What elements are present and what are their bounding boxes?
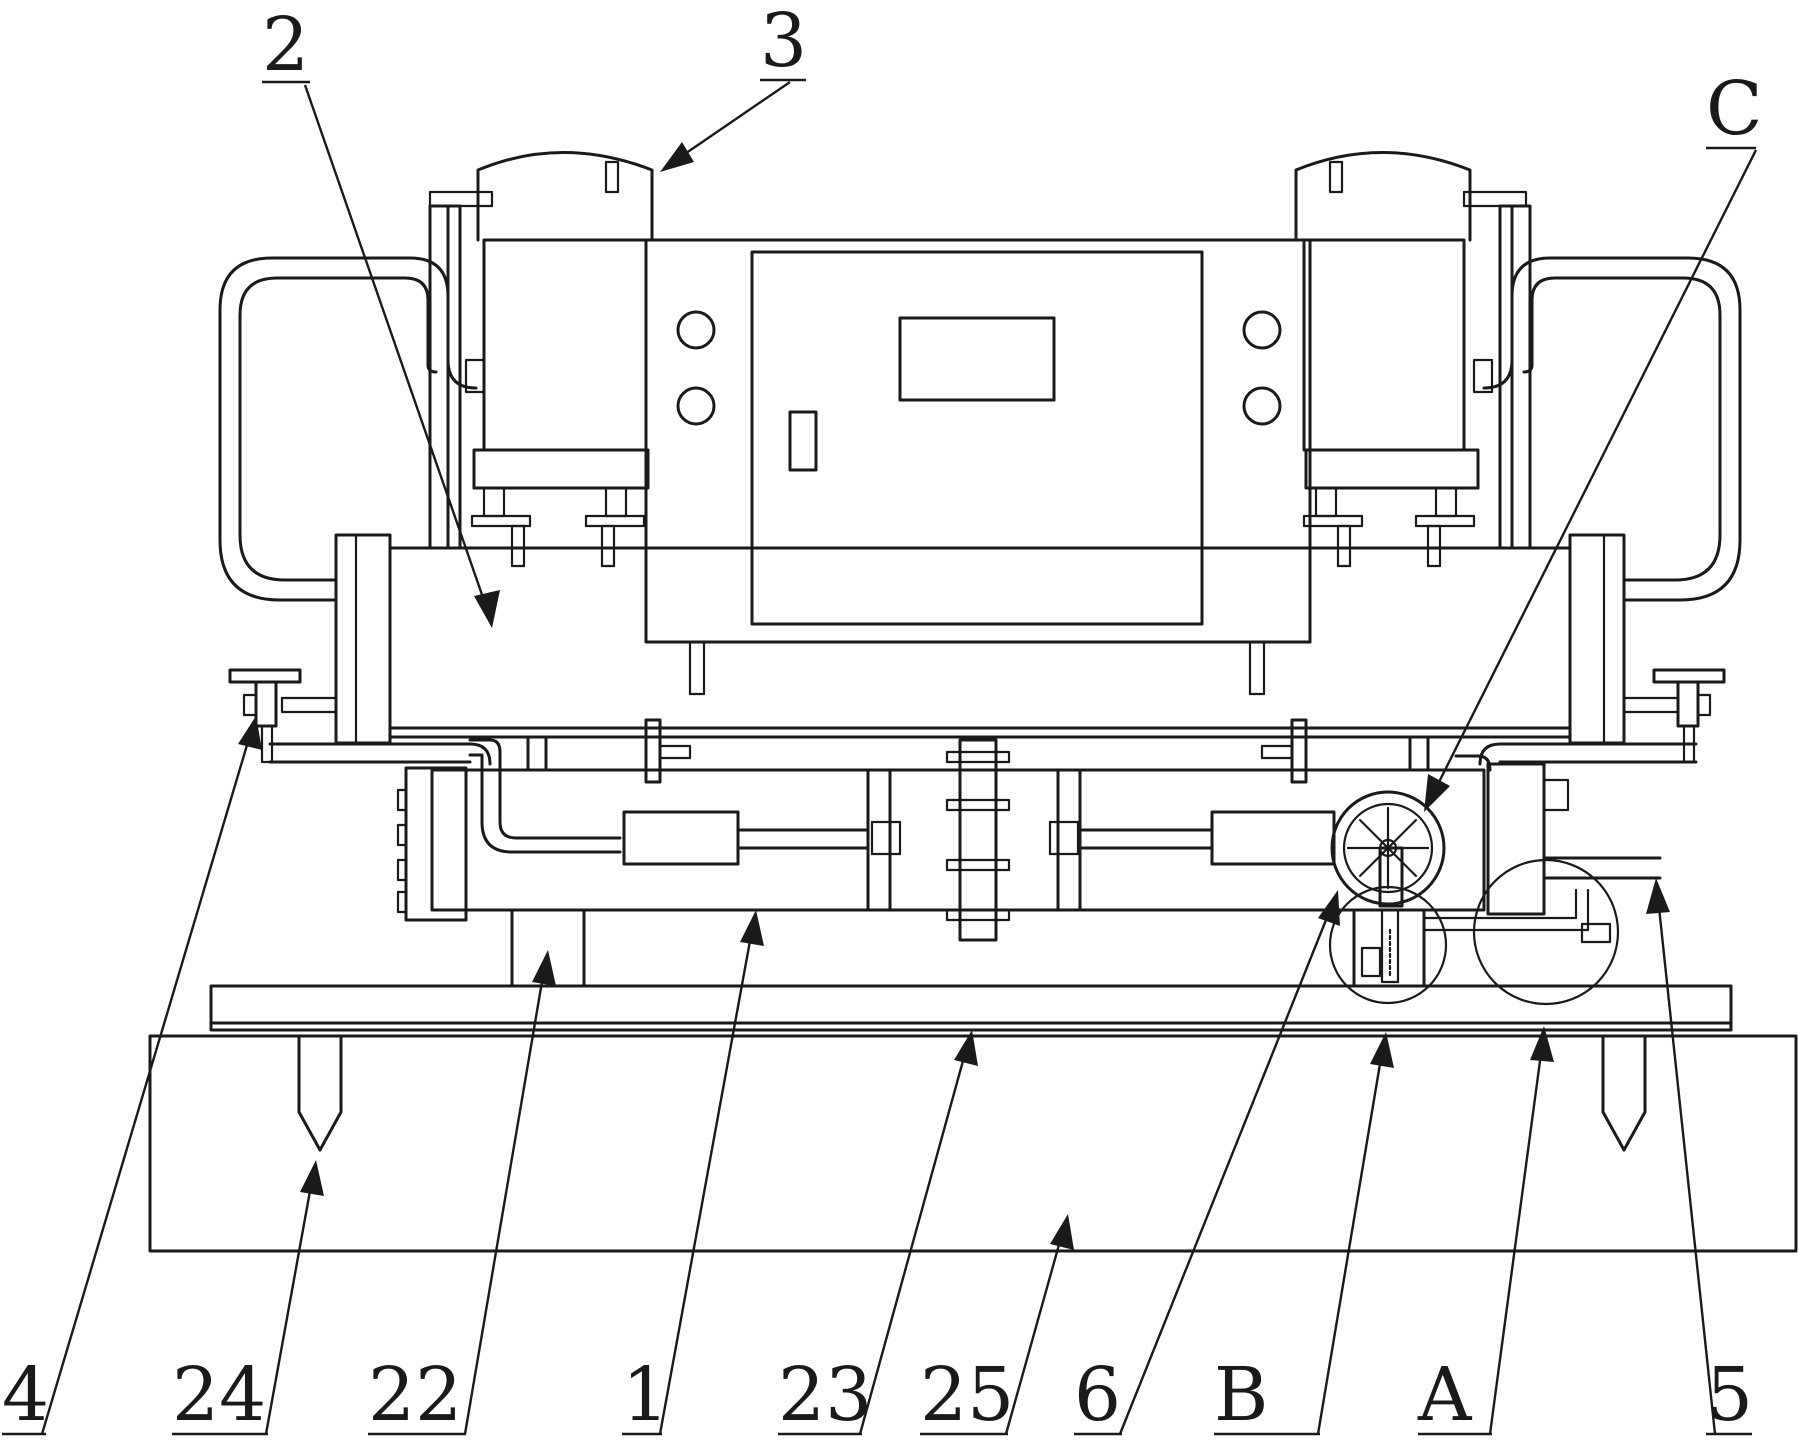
ref-label-2: 2 — [262, 2, 309, 88]
indicator-light — [676, 310, 716, 350]
ref-label-22: 22 — [368, 1352, 462, 1438]
drain-valve-right — [1652, 668, 1726, 764]
drain-valve-left — [228, 668, 302, 764]
ref-label-A: A — [1417, 1352, 1473, 1438]
door-handle — [788, 410, 818, 472]
refrigerant-pipes — [218, 256, 1742, 602]
compressor-left — [470, 151, 654, 568]
indicator-light — [1242, 386, 1282, 426]
bracket-unit — [1422, 858, 1620, 1006]
condenser-tube — [268, 533, 1698, 784]
ref-label-4: 4 — [2, 1352, 49, 1438]
ref-label-1: 1 — [622, 1352, 669, 1438]
ref-label-5: 5 — [1706, 1352, 1753, 1438]
fan-unit — [1330, 790, 1446, 908]
ground-spike-right — [1601, 1034, 1647, 1152]
base-frame — [148, 984, 1798, 1253]
ground-spike-left — [297, 1034, 343, 1152]
evaporator-assembly — [396, 738, 1662, 942]
compressor-right — [1294, 151, 1480, 568]
indicator-light — [676, 386, 716, 426]
reference-numerals: 2 3 C 4 24 22 1 23 25 6 B A 5 — [2, 0, 1763, 1438]
control-cabinet — [644, 238, 1312, 696]
ref-label-23: 23 — [778, 1352, 872, 1438]
ref-label-6: 6 — [1074, 1352, 1121, 1438]
ref-label-B: B — [1214, 1352, 1268, 1438]
indicator-light — [1242, 310, 1282, 350]
ref-label-24: 24 — [172, 1352, 266, 1438]
display-screen — [898, 316, 1056, 402]
ref-label-25: 25 — [920, 1352, 1014, 1438]
ref-label-C: C — [1706, 66, 1763, 152]
leader-lines — [40, 81, 1758, 1435]
damper-unit — [1328, 885, 1448, 1005]
support-posts — [428, 190, 1532, 550]
ref-label-3: 3 — [760, 0, 807, 84]
